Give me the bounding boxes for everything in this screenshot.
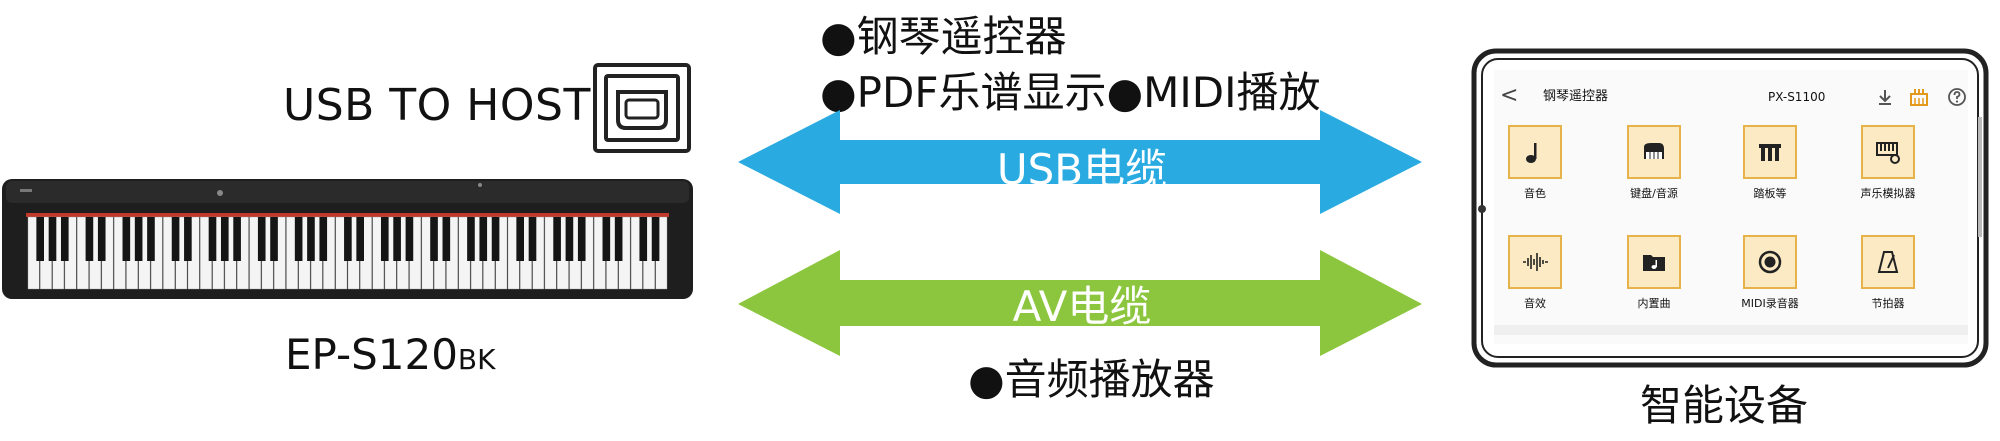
black-key <box>257 217 266 261</box>
black-key <box>208 217 217 261</box>
app-tile-button[interactable] <box>1627 235 1681 289</box>
back-icon[interactable]: < <box>1500 83 1519 108</box>
black-key <box>97 217 106 261</box>
black-key <box>516 217 524 261</box>
black-key <box>528 217 537 261</box>
feature-piano-remote: ●钢琴遥控器 <box>820 12 1067 61</box>
smart-device-label: 智能设备 <box>1640 381 1809 430</box>
piano-status-icon[interactable] <box>1908 86 1930 108</box>
download-icon[interactable] <box>1874 86 1896 108</box>
app-title: 钢琴遥控器 <box>1543 89 1609 104</box>
pedal-icon <box>1755 137 1785 167</box>
digital-piano-image <box>2 179 693 299</box>
app-tile-label: 声乐模拟器 <box>1860 187 1916 200</box>
black-key <box>85 217 94 261</box>
app-tile-label: 音色 <box>1524 187 1546 200</box>
app-tile-button[interactable] <box>1743 125 1797 179</box>
app-tile-label: 内置曲 <box>1637 297 1671 310</box>
metronome-icon <box>1873 247 1903 277</box>
folder-music-icon <box>1639 247 1669 277</box>
keyboard-icon <box>1639 137 1669 167</box>
black-key <box>614 217 623 261</box>
feature-audio-player: ●音频播放器 <box>968 355 1215 404</box>
waveform-icon <box>1520 247 1550 277</box>
piano-model-label: EP-S120BK <box>285 330 496 379</box>
black-key <box>48 217 57 261</box>
app-tile-label: 音效 <box>1524 297 1546 310</box>
black-key <box>479 217 488 261</box>
app-tile-button[interactable] <box>1508 125 1562 179</box>
black-key <box>565 217 574 261</box>
black-key <box>319 217 328 261</box>
record-icon <box>1755 247 1785 277</box>
black-key <box>294 217 303 261</box>
black-key <box>442 217 451 261</box>
usb-to-host-label: USB TO HOST <box>283 80 591 131</box>
black-key <box>307 217 315 261</box>
app-tile-label: MIDI录音器 <box>1741 297 1799 310</box>
av-cable-arrow <box>738 250 1422 356</box>
app-tile-button[interactable] <box>1508 235 1562 289</box>
black-key <box>147 217 155 261</box>
black-key <box>60 217 69 261</box>
black-key <box>393 217 401 261</box>
black-key <box>380 217 389 261</box>
black-key <box>639 217 648 261</box>
bottom-bar <box>1494 325 1968 335</box>
app-tile-button[interactable] <box>1743 235 1797 289</box>
black-key <box>602 217 611 261</box>
black-key <box>577 217 586 261</box>
black-key <box>122 217 131 261</box>
app-tile-button[interactable] <box>1627 125 1681 179</box>
help-icon[interactable] <box>1946 86 1968 108</box>
black-key <box>36 217 44 261</box>
app-tile-label: 节拍器 <box>1871 297 1905 310</box>
black-key <box>134 217 143 261</box>
black-key <box>356 217 364 261</box>
black-key <box>233 217 241 261</box>
black-key <box>220 217 229 261</box>
black-key <box>491 217 500 261</box>
app-tile-label: 键盘/音源 <box>1630 187 1678 200</box>
simulator-icon <box>1873 137 1903 167</box>
black-key <box>184 217 192 261</box>
usb-cable-label: USB电缆 <box>996 145 1168 194</box>
app-tile-label: 踏板等 <box>1753 187 1787 200</box>
black-key <box>171 217 180 261</box>
black-key <box>430 217 438 261</box>
black-key <box>651 217 660 261</box>
feature-pdf-midi: ●PDF乐谱显示●MIDI播放 <box>820 68 1321 117</box>
note-icon <box>1520 137 1550 167</box>
av-cable-label: AV电缆 <box>1012 282 1152 331</box>
black-key <box>270 217 278 261</box>
usb-port-icon <box>593 63 691 153</box>
usb-cable-arrow <box>738 110 1422 214</box>
black-key <box>344 217 352 261</box>
black-key <box>553 217 561 261</box>
black-key <box>405 217 414 261</box>
app-tile-button[interactable] <box>1861 125 1915 179</box>
app-tile-button[interactable] <box>1861 235 1915 289</box>
connected-model-name: PX-S1100 <box>1768 90 1826 104</box>
black-key <box>467 217 475 261</box>
connection-arrows <box>738 110 1422 356</box>
